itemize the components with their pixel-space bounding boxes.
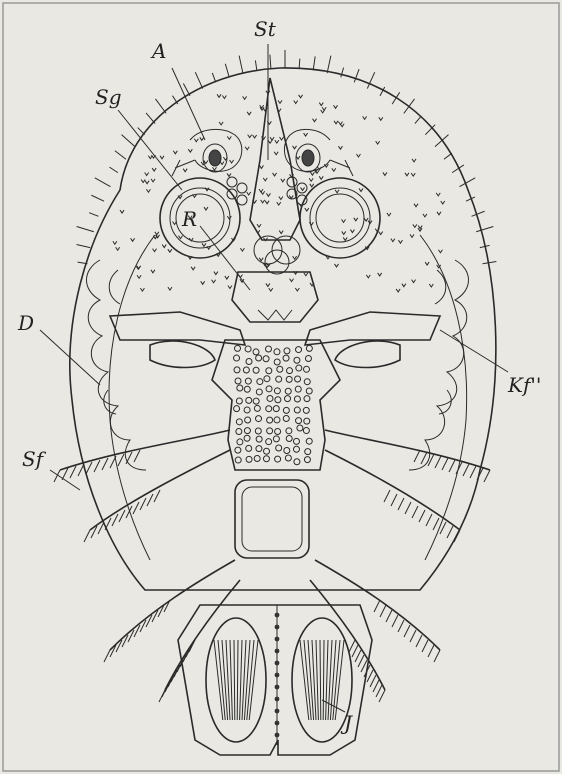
egg-sac-left bbox=[206, 618, 266, 742]
antenna-right bbox=[284, 129, 353, 176]
label-sg: Sg bbox=[95, 85, 122, 109]
label-kf: Kf'' bbox=[507, 373, 541, 397]
leg-setae bbox=[54, 450, 490, 702]
label-a: A bbox=[150, 39, 166, 63]
label-r: R bbox=[181, 207, 197, 231]
lobes-left bbox=[87, 260, 147, 470]
carapace-spines bbox=[77, 50, 497, 264]
rostrum bbox=[250, 78, 300, 240]
plate-border bbox=[3, 3, 559, 771]
label-sf: Sf bbox=[22, 447, 47, 471]
egg-sac-right bbox=[292, 618, 352, 742]
label-d: D bbox=[17, 311, 34, 335]
lobes-right bbox=[409, 260, 469, 470]
label-st: St bbox=[254, 17, 277, 41]
maxilliped-right bbox=[305, 312, 440, 368]
proboscis bbox=[232, 272, 318, 322]
gut-segment bbox=[235, 480, 309, 558]
label-j: J bbox=[340, 711, 353, 735]
thorax-granules bbox=[234, 345, 313, 464]
